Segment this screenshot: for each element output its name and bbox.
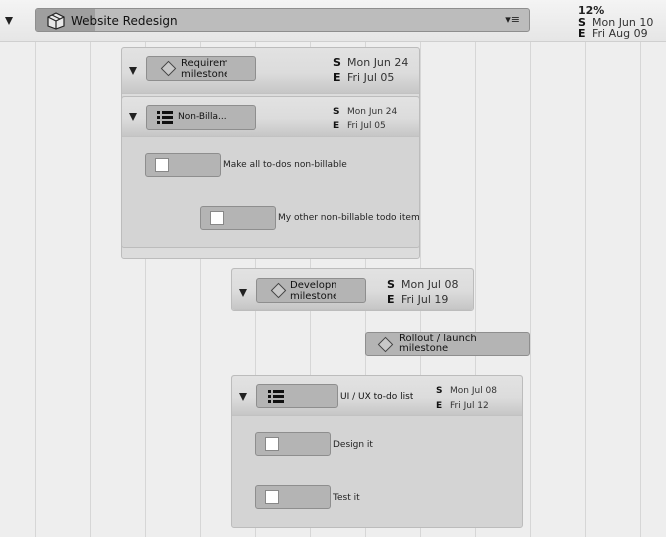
- project-bar[interactable]: Website Redesign ▾≡: [35, 8, 530, 32]
- project-title: Website Redesign: [71, 14, 178, 28]
- collapse-requirements-toggle[interactable]: [129, 67, 137, 75]
- todo-bar[interactable]: [255, 485, 331, 509]
- collapse-nonbillable-toggle[interactable]: [129, 113, 137, 121]
- todo-bar[interactable]: [200, 206, 276, 230]
- nonbillable-list-bar[interactable]: Non-Billa...: [146, 105, 256, 130]
- package-icon: [47, 12, 65, 30]
- requirements-milestone-label: Requirements milestone: [181, 58, 227, 80]
- collapse-development-toggle[interactable]: [239, 289, 247, 297]
- list-icon: [157, 111, 173, 125]
- uiux-list-bar[interactable]: [256, 384, 338, 408]
- project-menu-icon[interactable]: ▾≡: [505, 13, 520, 26]
- rollout-milestone-label: Rollout / launch milestone: [399, 334, 477, 354]
- todo-bar[interactable]: [145, 153, 221, 177]
- milestone-diamond-icon: [377, 336, 394, 353]
- todo-bar[interactable]: [255, 432, 331, 456]
- project-percent: 12%: [578, 4, 605, 17]
- milestone-diamond-icon: [270, 282, 287, 299]
- todo-checkbox[interactable]: [210, 211, 224, 225]
- collapse-project-toggle[interactable]: [5, 17, 13, 25]
- list-icon: [268, 390, 284, 404]
- requirements-milestone-bar[interactable]: Requirements milestone: [146, 56, 256, 81]
- todo-label: Make all to-dos non-billable: [223, 160, 347, 170]
- milestone-diamond-icon: [160, 60, 177, 77]
- collapse-uiux-toggle[interactable]: [239, 393, 247, 401]
- todo-label: Test it: [333, 493, 360, 503]
- todo-checkbox[interactable]: [265, 437, 279, 451]
- development-milestone-bar[interactable]: Development milestone: [256, 278, 366, 303]
- rollout-milestone-bar[interactable]: Rollout / launch milestone: [365, 332, 530, 356]
- todo-label: Design it: [333, 440, 373, 450]
- todo-checkbox[interactable]: [155, 158, 169, 172]
- uiux-list-label: UI / UX to-do list: [340, 392, 414, 402]
- todo-label: My other non-billable todo item: [278, 213, 420, 223]
- nonbillable-list-label: Non-Billa...: [178, 112, 227, 122]
- development-milestone-label: Development milestone: [290, 280, 336, 302]
- todo-checkbox[interactable]: [265, 490, 279, 504]
